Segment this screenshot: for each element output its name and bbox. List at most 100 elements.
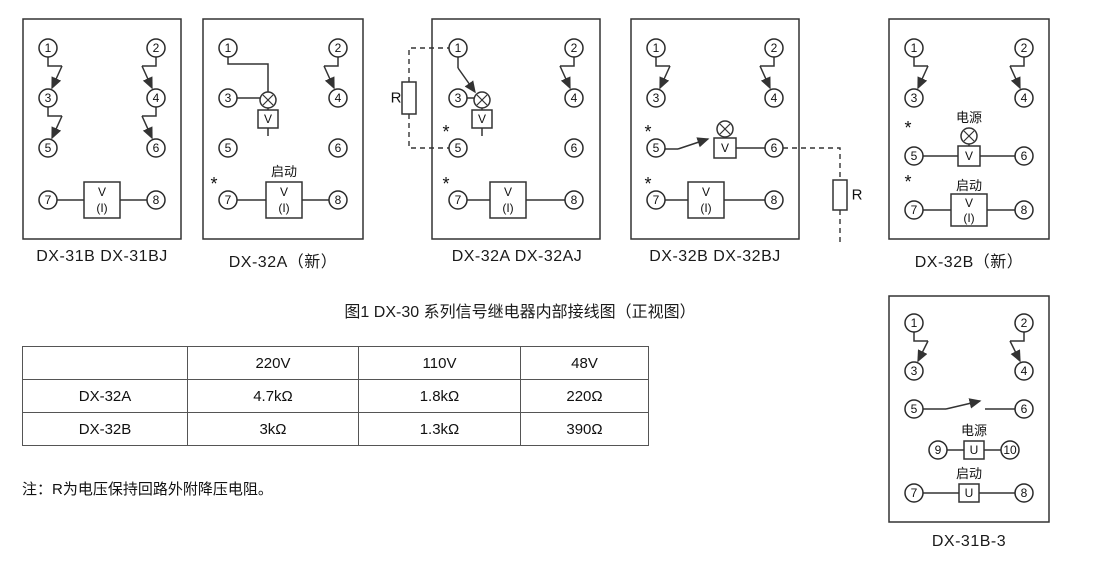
svg-text:3: 3 bbox=[911, 364, 918, 378]
terminal-2: 2 bbox=[1014, 38, 1034, 58]
terminal-2: 2 bbox=[328, 38, 348, 58]
contact-blade bbox=[51, 115, 63, 140]
terminal-1: 1 bbox=[448, 38, 468, 58]
terminal-8: 8 bbox=[146, 190, 166, 210]
terminal-2: 2 bbox=[1014, 313, 1034, 333]
star-mark: * bbox=[904, 118, 911, 138]
wiring-diagram-dx32b-new: * * 电源 V 启动 V (I) 1 2 3 4 5 6 7 8 bbox=[888, 18, 1050, 240]
diagram-frame bbox=[630, 18, 800, 240]
terminal-8: 8 bbox=[1014, 483, 1034, 503]
terminal-1: 1 bbox=[904, 38, 924, 58]
terminal-8: 8 bbox=[328, 190, 348, 210]
svg-text:8: 8 bbox=[1021, 486, 1028, 500]
wiring-diagram-dx31b-3: 电源 U 启动 U 1 2 3 4 5 6 9 10 7 8 bbox=[888, 295, 1050, 523]
resistor bbox=[401, 81, 417, 115]
table-header-220v: 220V bbox=[187, 346, 359, 380]
wiring-diagram-dx32b: * * V R V (I) 1 2 3 4 5 6 7 8 bbox=[630, 18, 863, 242]
voltage-coil-label: V bbox=[264, 112, 272, 126]
svg-text:4: 4 bbox=[153, 91, 160, 105]
terminal-2: 2 bbox=[146, 38, 166, 58]
power-label: 电源 bbox=[961, 423, 987, 438]
svg-text:3: 3 bbox=[911, 91, 918, 105]
terminal-4: 4 bbox=[764, 88, 784, 108]
diagram-label-dx31b: DX-31B DX-31BJ bbox=[36, 248, 168, 265]
coil-i-label: (I) bbox=[700, 201, 711, 215]
svg-text:4: 4 bbox=[335, 91, 342, 105]
svg-text:7: 7 bbox=[455, 193, 462, 207]
wiring-diagram-dx32a-new: V * 启动 V (I) 1 2 3 4 5 6 7 8 bbox=[202, 18, 364, 240]
wiring-diagram-dx31b: V (I) 1 2 3 4 5 6 7 8 bbox=[22, 18, 182, 240]
contact-blade bbox=[759, 65, 771, 90]
svg-text:1: 1 bbox=[45, 41, 52, 55]
star-mark: * bbox=[442, 122, 449, 142]
figure-caption: 图1 DX-30 系列信号继电器内部接线图（正视图） bbox=[344, 304, 696, 321]
coil-v-label: V bbox=[965, 196, 973, 210]
terminal-5: 5 bbox=[38, 138, 58, 158]
contact-blade bbox=[141, 65, 153, 90]
table-cell: 220Ω bbox=[520, 379, 649, 413]
dashed-wire bbox=[783, 147, 841, 180]
table-row-dx32a: DX-32A 4.7kΩ 1.8kΩ 220Ω bbox=[22, 379, 649, 413]
terminal-7: 7 bbox=[904, 200, 924, 220]
terminal-6: 6 bbox=[146, 138, 166, 158]
coil-v-label: V bbox=[98, 185, 106, 199]
diagram-label-dx32a-new: DX-32A（新） bbox=[228, 254, 338, 271]
coil-v-label: V bbox=[280, 185, 288, 199]
contact-blade bbox=[677, 137, 710, 150]
svg-text:8: 8 bbox=[1021, 203, 1028, 217]
svg-text:1: 1 bbox=[455, 41, 462, 55]
coil-v-label: V bbox=[702, 185, 710, 199]
power-label: 电源 bbox=[956, 110, 982, 125]
terminal-4: 4 bbox=[146, 88, 166, 108]
coil-box bbox=[950, 193, 988, 227]
svg-text:7: 7 bbox=[45, 193, 52, 207]
resistor-label: R bbox=[391, 90, 402, 107]
table-cell: 1.3kΩ bbox=[358, 412, 521, 446]
svg-text:3: 3 bbox=[45, 91, 52, 105]
terminal-1: 1 bbox=[904, 313, 924, 333]
terminal-7: 7 bbox=[448, 190, 468, 210]
row-name: DX-32B bbox=[22, 412, 188, 446]
terminal-4: 4 bbox=[328, 88, 348, 108]
svg-text:5: 5 bbox=[653, 141, 660, 155]
svg-text:5: 5 bbox=[225, 141, 232, 155]
start-coil-label: U bbox=[965, 486, 974, 500]
svg-text:1: 1 bbox=[911, 41, 918, 55]
coil-i-label: (I) bbox=[502, 201, 513, 215]
contact-blade bbox=[945, 398, 982, 410]
terminal-9: 9 bbox=[928, 440, 948, 460]
terminal-5: 5 bbox=[218, 138, 238, 158]
table-header-48v: 48V bbox=[520, 346, 649, 380]
svg-text:3: 3 bbox=[653, 91, 660, 105]
resistor-label: R bbox=[852, 187, 863, 204]
terminal-8: 8 bbox=[564, 190, 584, 210]
diagram-frame bbox=[22, 18, 182, 240]
contact-blade bbox=[323, 65, 335, 90]
contact-blade bbox=[917, 65, 929, 90]
terminal-6: 6 bbox=[764, 138, 784, 158]
terminal-4: 4 bbox=[564, 88, 584, 108]
terminal-4: 4 bbox=[1014, 361, 1034, 381]
table-cell: 390Ω bbox=[520, 412, 649, 446]
contact-blade bbox=[141, 115, 153, 140]
svg-text:2: 2 bbox=[335, 41, 342, 55]
terminal-2: 2 bbox=[764, 38, 784, 58]
contact-blade bbox=[51, 65, 63, 90]
coil-v-label: V bbox=[504, 185, 512, 199]
svg-text:2: 2 bbox=[1021, 316, 1028, 330]
svg-text:4: 4 bbox=[1021, 364, 1028, 378]
svg-text:10: 10 bbox=[1003, 443, 1017, 457]
svg-text:2: 2 bbox=[571, 41, 578, 55]
svg-text:6: 6 bbox=[771, 141, 778, 155]
voltage-coil-label: V bbox=[721, 141, 729, 155]
svg-text:4: 4 bbox=[571, 91, 578, 105]
terminal-5: 5 bbox=[646, 138, 666, 158]
terminal-3: 3 bbox=[218, 88, 238, 108]
svg-text:5: 5 bbox=[455, 141, 462, 155]
svg-text:3: 3 bbox=[225, 91, 232, 105]
diagram-frame bbox=[431, 18, 601, 240]
terminal-3: 3 bbox=[904, 361, 924, 381]
svg-text:8: 8 bbox=[153, 193, 160, 207]
wiring-diagram-dx32a: R V * * V (I) 1 2 3 4 5 6 7 8 bbox=[391, 18, 601, 240]
